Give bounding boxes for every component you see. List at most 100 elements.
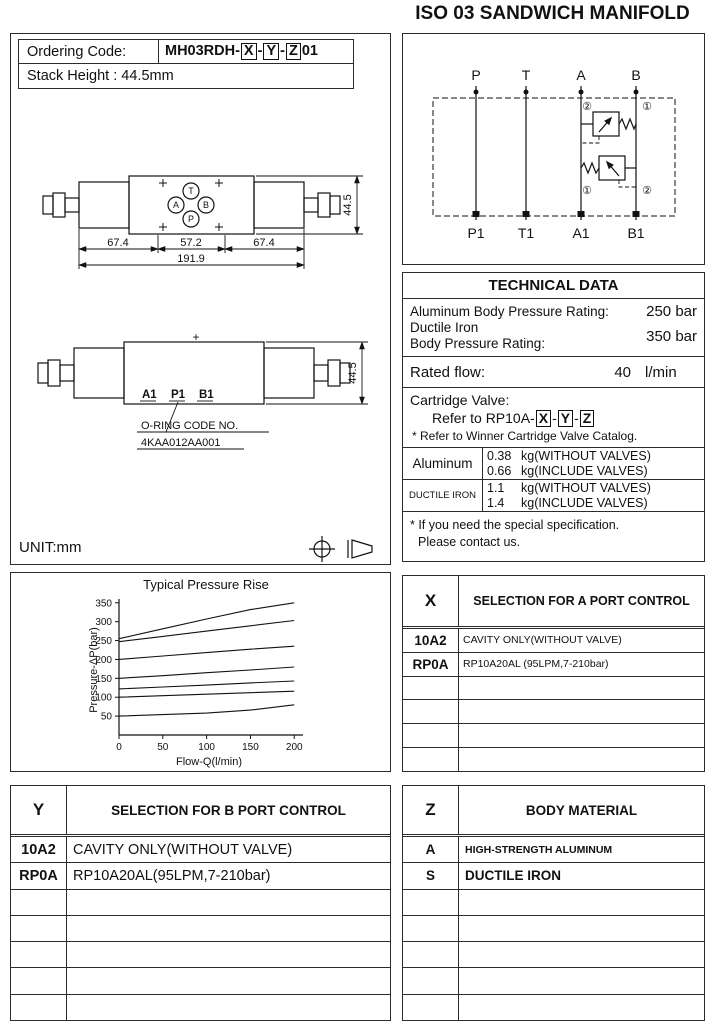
port-letters: T A B P bbox=[173, 186, 209, 224]
port-p1-label: P1 bbox=[171, 389, 186, 401]
table-row-empty bbox=[403, 699, 704, 724]
weight-desc: kg(WITHOUT VALVES) bbox=[521, 480, 651, 495]
selection-y-code: Y bbox=[11, 786, 67, 834]
code-x-box: X bbox=[240, 42, 257, 61]
cartridge-dash-2: - bbox=[574, 410, 579, 427]
pressure-rise-chart: Typical Pressure Rise Pressure-ΔP(bar) F… bbox=[88, 577, 303, 768]
svg-text:0: 0 bbox=[116, 742, 122, 753]
oring-code-label: O-RING CODE NO. bbox=[141, 420, 238, 432]
oring-note: O-RING CODE NO. 4KAA012AA001 bbox=[141, 420, 238, 449]
schematic-top-port-labels: P T A B bbox=[471, 67, 640, 83]
aluminum-rating-label: Aluminum Body Pressure Rating: bbox=[410, 304, 609, 319]
schematic-port-p: P bbox=[471, 67, 480, 83]
side-dim-height-label: 44.5 bbox=[347, 362, 359, 383]
port-a1-label: A1 bbox=[142, 389, 157, 401]
selection-y-title: SELECTION FOR B PORT CONTROL bbox=[111, 802, 346, 818]
table-row: A HIGH-STRENGTH ALUMINUM bbox=[403, 837, 704, 863]
option-desc: RP10A20AL (95LPM,7-210bar) bbox=[463, 658, 609, 671]
option-desc: HIGH-STRENGTH ALUMINUM bbox=[465, 843, 613, 856]
body-material-title: BODY MATERIAL bbox=[525, 802, 638, 818]
schematic-port-t: T bbox=[522, 67, 531, 83]
option-code: 10A2 bbox=[403, 629, 459, 652]
schematic-port-a: A bbox=[576, 67, 586, 83]
valve1-right-badge: ① bbox=[642, 101, 652, 113]
valve1-left-badge: ② bbox=[582, 101, 592, 113]
rated-flow-unit: l/min bbox=[645, 363, 677, 381]
port-t-label: T bbox=[188, 186, 194, 196]
selection-x-title: SELECTION FOR A PORT CONTROL bbox=[473, 594, 690, 608]
dim-mid-label: 57.2 bbox=[180, 237, 201, 249]
cartridge-x-box: X bbox=[535, 410, 552, 428]
dimension-lines bbox=[78, 175, 363, 269]
technical-data-title: TECHNICAL DATA bbox=[403, 273, 704, 299]
body-material-header: Z BODY MATERIAL bbox=[403, 786, 704, 837]
dim-left-label: 67.4 bbox=[107, 237, 128, 249]
weight-material-aluminum: Aluminum bbox=[403, 448, 483, 480]
footnote-line2: Please contact us. bbox=[418, 534, 521, 549]
ductile-rating-value: 350 bar bbox=[646, 327, 697, 345]
table-row-empty bbox=[11, 967, 390, 994]
table-row-empty bbox=[403, 914, 704, 942]
schematic-bottom-port-labels: P1 T1 A1 B1 bbox=[467, 225, 644, 241]
technical-data-panel: TECHNICAL DATA Aluminum Body Pressure Ra… bbox=[402, 272, 705, 562]
code-dash-1: - bbox=[257, 42, 263, 59]
schematic-port-a1: A1 bbox=[572, 225, 589, 241]
manifold-boundary-dashed bbox=[432, 97, 676, 217]
cartridge-refer-text: Refer to RP10A- bbox=[432, 410, 535, 427]
cartridge-note: * Refer to Winner Cartridge Valve Catalo… bbox=[412, 429, 638, 444]
port-a-label: A bbox=[173, 200, 179, 210]
schematic-port-p1: P1 bbox=[467, 225, 484, 241]
chart-x-axis-label: Flow-Q(l/min) bbox=[176, 756, 242, 768]
port-b-label: B bbox=[203, 200, 209, 210]
weight-desc: kg(INCLUDE VALVES) bbox=[521, 495, 648, 510]
weight-desc: kg(INCLUDE VALVES) bbox=[521, 463, 648, 478]
side-dimension-lines bbox=[266, 341, 368, 405]
unit-label: UNIT:mm bbox=[19, 539, 82, 556]
table-row-empty bbox=[403, 747, 704, 771]
table-row-empty bbox=[11, 914, 390, 942]
body-material-table: Z BODY MATERIAL A HIGH-STRENGTH ALUMINUM… bbox=[402, 785, 705, 1021]
dim-right-label: 67.4 bbox=[253, 237, 274, 249]
cartridge-dash-1: - bbox=[552, 410, 557, 427]
chart-series-lines bbox=[118, 602, 295, 717]
svg-text:200: 200 bbox=[286, 742, 303, 753]
schematic-port-b: B bbox=[631, 67, 640, 83]
svg-text:100: 100 bbox=[198, 742, 215, 753]
ductile-rating-label: Ductile Iron Body Pressure Rating: bbox=[410, 320, 545, 352]
svg-text:150: 150 bbox=[95, 674, 112, 685]
table-row-empty bbox=[11, 993, 390, 1020]
code-y-box: Y bbox=[263, 42, 280, 61]
table-row-empty bbox=[11, 888, 390, 915]
hydraulic-schematic-panel: P T A B bbox=[402, 33, 705, 265]
svg-text:50: 50 bbox=[101, 712, 113, 723]
option-code: RP0A bbox=[11, 863, 67, 889]
option-code: 10A2 bbox=[11, 837, 67, 863]
code-suffix: 01 bbox=[301, 42, 318, 59]
selection-y-header: Y SELECTION FOR B PORT CONTROL bbox=[11, 786, 390, 837]
projection-symbols bbox=[309, 536, 373, 562]
svg-text:200: 200 bbox=[95, 655, 112, 666]
code-dash-2: - bbox=[280, 42, 285, 59]
plus-mark: + bbox=[192, 332, 199, 344]
svg-text:100: 100 bbox=[95, 693, 112, 704]
manifold-body-outline bbox=[42, 175, 341, 235]
table-row-empty bbox=[403, 967, 704, 994]
selection-x-table: X SELECTION FOR A PORT CONTROL 10A2 CAVI… bbox=[402, 575, 705, 772]
manifold-side-view-drawing: + A1 P1 B1 O-RING CODE NO. 4KAA012AA001 bbox=[37, 332, 368, 450]
option-desc: RP10A20AL(95LPM,7-210bar) bbox=[73, 867, 271, 884]
weight-value: 1.4 bbox=[487, 495, 505, 510]
code-prefix: MH03RDH- bbox=[165, 42, 240, 59]
ordering-code-label: Ordering Code: bbox=[19, 40, 159, 63]
code-z-box: Z bbox=[285, 42, 301, 61]
selection-x-code: X bbox=[403, 576, 459, 626]
cartridge-valve-section: Cartridge Valve: Refer to RP10A-X-Y-Z * … bbox=[403, 388, 704, 449]
footnote-line1: * If you need the special specification. bbox=[410, 518, 620, 533]
